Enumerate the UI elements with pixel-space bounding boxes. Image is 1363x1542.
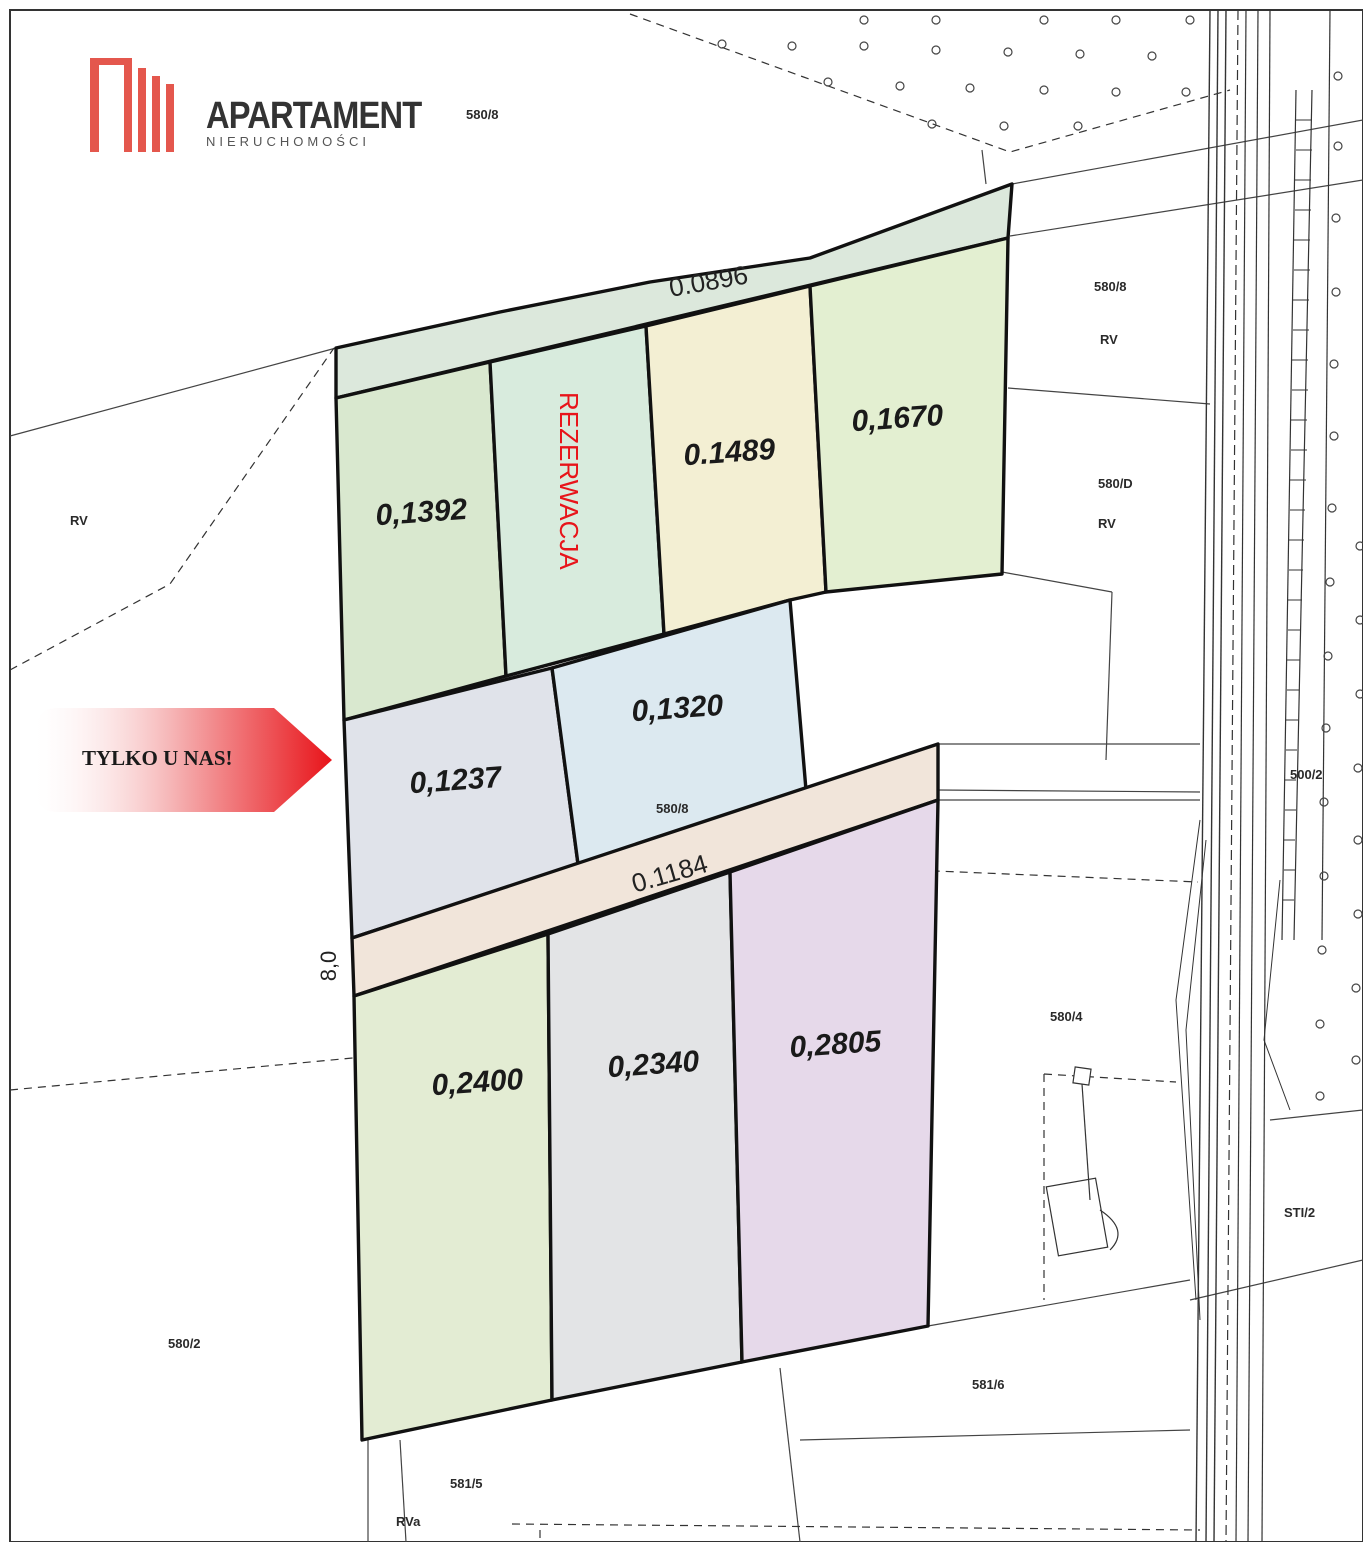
parcel-ref: 580/8 xyxy=(466,107,499,122)
parcel-ref: RVa xyxy=(396,1514,421,1529)
plot-polygons xyxy=(334,182,1014,1442)
parcel-ref: RV xyxy=(1100,332,1118,347)
parcel-ref: STI/2 xyxy=(1284,1205,1315,1220)
plot-2-status: REZERWACJA xyxy=(554,392,584,570)
plot-9[interactable] xyxy=(728,798,940,1364)
background-lines xyxy=(9,119,1363,1542)
orchard-symbols xyxy=(717,15,1363,1101)
plot-9-area: 0,2805 xyxy=(788,1025,883,1064)
parcel-ref: 581/6 xyxy=(972,1377,1005,1392)
plot-8-area: 0,2340 xyxy=(606,1045,700,1084)
parcel-ref: 580/2 xyxy=(168,1336,201,1351)
plot-4[interactable] xyxy=(808,236,1010,594)
plot-6-area: 0,1320 xyxy=(630,689,724,728)
parcel-ref: 500/2 xyxy=(1290,767,1323,782)
parcel-ref: 580/8 xyxy=(1094,279,1127,294)
parcel-ref: 580/D xyxy=(1098,476,1133,491)
parcel-ref: RV xyxy=(70,513,88,528)
logo-bars-icon xyxy=(90,58,174,152)
plot-1[interactable] xyxy=(334,360,508,722)
map-frame xyxy=(9,9,1363,1542)
plot-4-area: 0,1670 xyxy=(850,399,944,438)
company-logo: APARTAMENT NIERUCHOMOŚCI xyxy=(88,56,422,156)
plot-7[interactable] xyxy=(352,932,554,1442)
logo-subtitle: NIERUCHOMOŚCI xyxy=(206,134,370,149)
parcel-ref: 580/8 xyxy=(656,801,689,816)
parcel-ref: RV xyxy=(1098,516,1116,531)
logo-brand: APARTAMENT xyxy=(206,95,422,137)
plot-1-area: 0,1392 xyxy=(374,493,468,532)
building-symbols xyxy=(1045,1066,1119,1257)
badge-arrow-shape xyxy=(36,708,332,812)
plot-5-area: 0,1237 xyxy=(408,761,503,800)
road-width-label: 8,0 xyxy=(316,951,341,982)
plot-7-area: 0,2400 xyxy=(430,1063,524,1102)
badge-text: TYLKO U NAS! xyxy=(82,746,233,770)
railway-hatching xyxy=(1283,119,1312,901)
plot-3-area: 0.1489 xyxy=(682,433,776,472)
promo-badge[interactable]: TYLKO U NAS! xyxy=(36,708,332,812)
parcel-ref: 580/4 xyxy=(1050,1009,1083,1024)
railway-corridor xyxy=(1175,9,1331,1542)
plot-3[interactable] xyxy=(644,284,828,636)
parcel-ref: 581/5 xyxy=(450,1476,483,1491)
plot-8[interactable] xyxy=(546,870,744,1402)
